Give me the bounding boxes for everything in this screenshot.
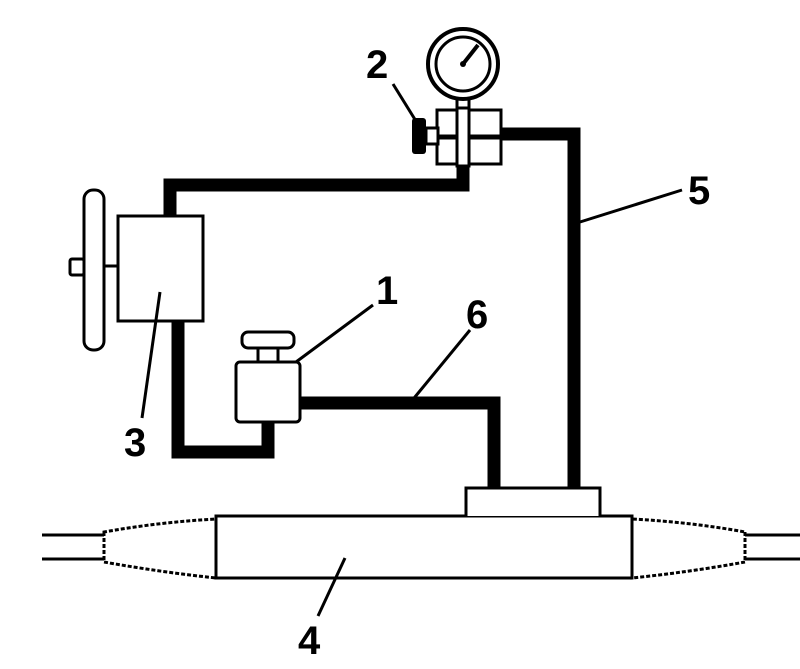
leader-1	[295, 303, 374, 364]
callout-5: 5	[688, 169, 710, 213]
callout-4: 4	[298, 619, 321, 663]
rack-housing	[214, 514, 634, 580]
leader-2	[391, 83, 426, 135]
shutoff-valve-1	[234, 330, 302, 424]
leader-3	[140, 291, 162, 419]
pipe-lower-left	[171, 320, 275, 459]
steering-rack-4	[42, 486, 800, 580]
right-boot	[630, 517, 747, 580]
callout-2: 2	[366, 43, 388, 87]
pipe-6	[300, 396, 501, 489]
valve-body-block	[464, 486, 602, 516]
valve-stem	[256, 346, 280, 364]
gauge-needle	[461, 43, 480, 66]
valve-body	[234, 360, 302, 424]
callout-6: 6	[466, 293, 488, 337]
leader-5	[579, 188, 683, 224]
hand-pump-3	[68, 188, 205, 352]
valve-knob	[240, 330, 296, 350]
leader-4	[316, 557, 347, 617]
bleed-valve-2	[412, 118, 440, 154]
bleed-valve-knob	[412, 118, 426, 154]
leader-lines	[140, 83, 683, 617]
leader-6	[408, 329, 472, 404]
gauge-fitting	[435, 106, 503, 168]
callout-3: 3	[124, 421, 146, 465]
pump-handwheel	[82, 188, 106, 352]
pipe-upper	[163, 165, 470, 218]
pump-body	[116, 214, 205, 323]
callout-1: 1	[376, 269, 398, 313]
pipe-5	[500, 127, 581, 489]
pressure-gauge	[426, 27, 500, 114]
left-boot	[102, 517, 218, 580]
pump-axle-stub	[68, 257, 86, 277]
